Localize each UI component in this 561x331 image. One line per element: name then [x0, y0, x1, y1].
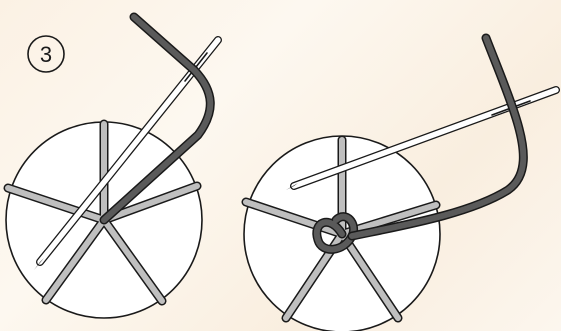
- right-panel: [244, 38, 556, 331]
- step-number: 3: [40, 42, 52, 67]
- left-panel: [6, 17, 218, 318]
- step-number-badge: 3: [28, 36, 64, 72]
